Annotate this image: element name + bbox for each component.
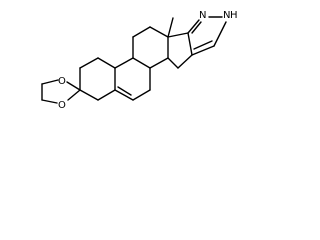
bond [114,89,134,101]
bond [167,32,189,38]
molecule-drawing: N N H O O [41,10,238,111]
bond [41,99,58,104]
bond [132,26,151,38]
structure-canvas: N N H O O [41,10,238,111]
bond [66,81,81,91]
bond [114,57,134,69]
methyl-bond [167,17,174,38]
bond [67,89,81,101]
bond [132,89,151,101]
bond [149,57,169,69]
bonds [41,16,227,104]
atom-label-h: H [230,10,238,21]
bond [132,57,151,69]
double-bond-inner [193,40,213,50]
atom-label-o2: O [58,100,66,111]
atom-labels: N N H O O [58,10,238,111]
bond [79,57,99,69]
atom-label-o1: O [58,76,66,87]
bond [213,21,227,47]
atom-label-n2: N [223,10,230,21]
bond [149,26,169,38]
bond [97,57,116,69]
atom-label-n1: N [199,10,206,21]
bond [187,19,200,34]
bond [167,57,179,69]
bond [191,45,215,56]
double-bond-inner [117,86,132,96]
bond [177,54,193,69]
bond [79,89,99,101]
bond [41,79,59,85]
double-bond-inner [191,21,202,34]
bond [187,32,193,56]
bond [97,89,116,101]
